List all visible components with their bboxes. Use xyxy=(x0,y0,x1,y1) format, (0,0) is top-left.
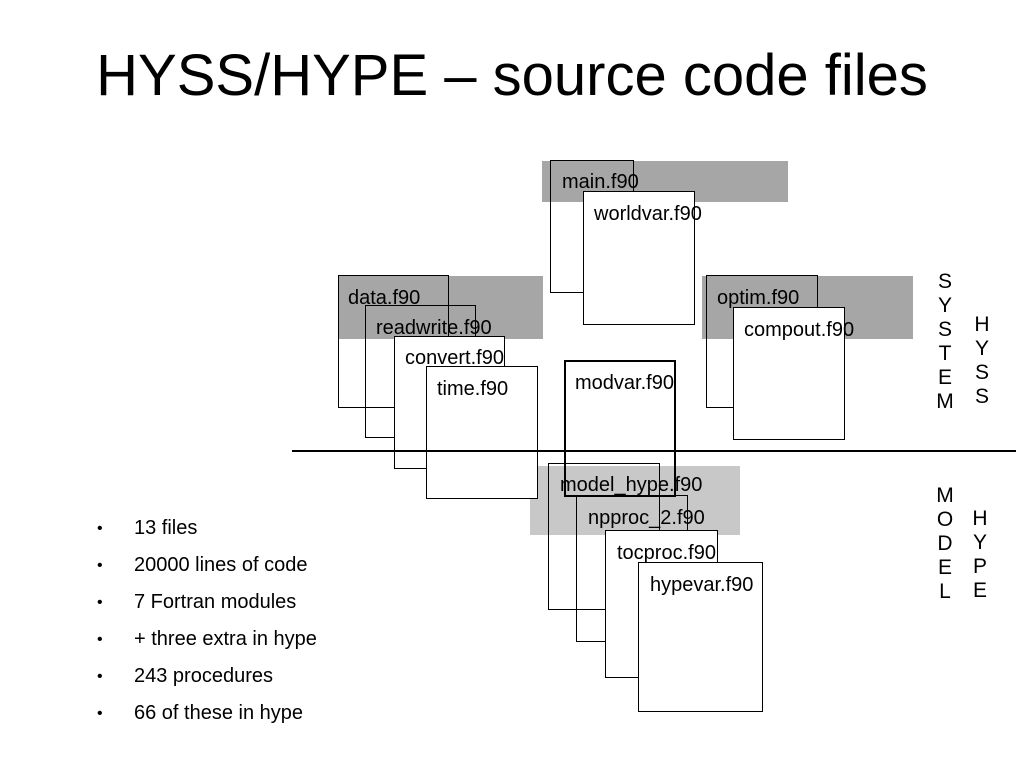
bullet-item: • 7 Fortran modules xyxy=(97,584,317,621)
file-label-npproc-2: npproc_2.f90 xyxy=(588,507,705,529)
bullet-text: 13 files xyxy=(134,517,198,539)
bullet-dot-icon: • xyxy=(97,520,103,537)
hype-label: H Y P E xyxy=(972,507,988,602)
bullet-item: • 66 of these in hype xyxy=(97,695,317,732)
bullet-text: 20000 lines of code xyxy=(134,554,308,576)
file-label-main: main.f90 xyxy=(562,171,639,193)
bullet-item: • 243 procedures xyxy=(97,658,317,695)
bullet-text: 243 procedures xyxy=(134,665,273,687)
bullet-dot-icon: • xyxy=(97,557,103,574)
file-label-optim: optim.f90 xyxy=(717,287,800,309)
file-label-compout: compout.f90 xyxy=(744,319,855,341)
summary-bullets: • 13 files • 20000 lines of code • 7 Fortra… xyxy=(97,510,317,732)
slide-title: HYSS/HYPE – source code files xyxy=(96,43,928,108)
file-label-tocproc: tocproc.f90 xyxy=(617,542,716,564)
file-page-modvar xyxy=(564,360,676,497)
bullet-item: • + three extra in hype xyxy=(97,621,317,658)
system-label: S Y S T E M xyxy=(936,270,954,413)
file-label-worldvar: worldvar.f90 xyxy=(594,203,702,225)
bullet-item: • 20000 lines of code xyxy=(97,547,317,584)
data-band xyxy=(338,276,543,339)
file-label-modvar: modvar.f90 xyxy=(575,372,674,394)
bullet-text: + three extra in hype xyxy=(134,628,317,650)
bullet-text: 66 of these in hype xyxy=(134,702,304,724)
bullet-dot-icon: • xyxy=(97,705,103,722)
file-label-model-hype: model_hype.f90 xyxy=(560,474,703,496)
bullet-dot-icon: • xyxy=(97,631,103,648)
file-page-worldvar xyxy=(583,191,695,325)
file-label-time: time.f90 xyxy=(437,378,509,400)
file-page-hypevar xyxy=(638,562,763,712)
bullet-text: 7 Fortran modules xyxy=(134,591,297,613)
file-label-data: data.f90 xyxy=(348,287,421,309)
hyss-label: H Y S S xyxy=(974,313,990,408)
file-page-time xyxy=(426,366,538,499)
file-label-readwrite: readwrite.f90 xyxy=(376,317,492,339)
bullet-item: • 13 files xyxy=(97,510,317,547)
file-label-convert: convert.f90 xyxy=(405,347,504,369)
bullet-dot-icon: • xyxy=(97,594,103,611)
file-label-hypevar: hypevar.f90 xyxy=(650,574,754,596)
system-model-divider xyxy=(292,450,1016,452)
bullet-dot-icon: • xyxy=(97,668,103,685)
model-label: M O D E L xyxy=(936,484,954,603)
file-page-compout xyxy=(733,307,845,440)
